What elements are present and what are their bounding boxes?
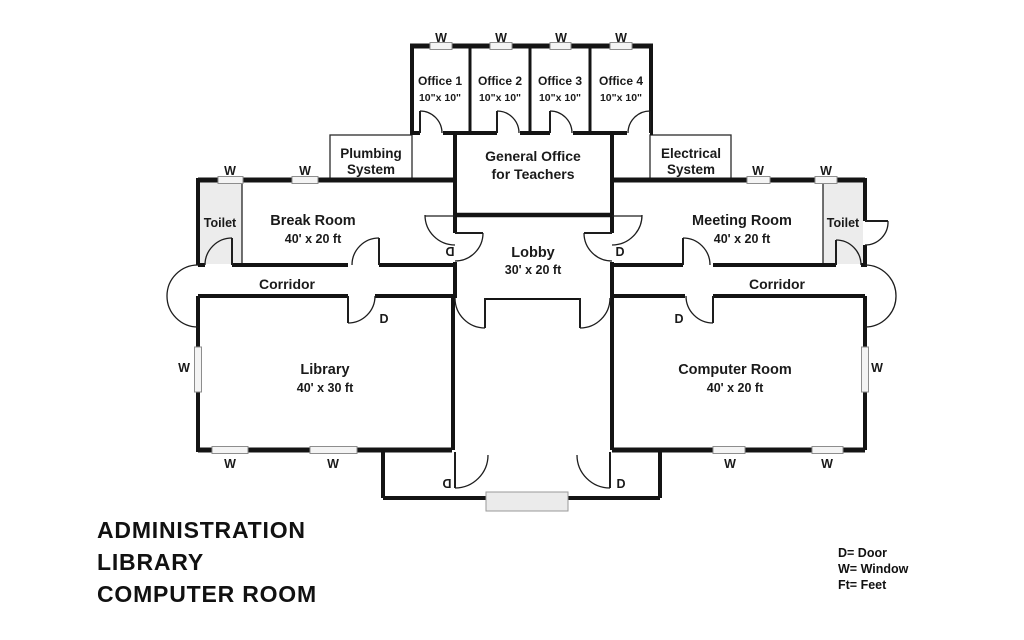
window-marker <box>217 176 244 184</box>
window-label: W <box>555 31 567 45</box>
electrical-system-label-2: System <box>667 162 715 177</box>
window-marker <box>861 346 869 393</box>
window-label: W <box>178 361 190 375</box>
meeting-room-label: Meeting Room <box>692 213 792 229</box>
window-label: W <box>752 164 764 178</box>
window-label: W <box>435 31 447 45</box>
window-label: W <box>820 164 832 178</box>
general-office-label-1: General Office <box>485 148 581 164</box>
library-door-arc <box>347 295 376 324</box>
plumbing-system-label-2: System <box>347 162 395 177</box>
window-label: W <box>724 457 736 471</box>
window-marker <box>429 42 453 50</box>
toilet-left-area <box>200 182 242 264</box>
window-marker <box>811 446 844 454</box>
computer-room-door-arc <box>685 295 714 324</box>
plumbing-system-label-1: Plumbing <box>340 146 402 161</box>
electrical-system-label-1: Electrical <box>661 146 721 161</box>
window-marker <box>194 346 202 393</box>
title-block: ADMINISTRATION LIBRARY COMPUTER ROOM <box>97 517 317 607</box>
office-3-label: Office 3 <box>538 74 582 88</box>
meeting-room-door-arc <box>682 237 711 266</box>
window-label: W <box>495 31 507 45</box>
door-label: D <box>379 312 388 326</box>
toilet-right-door-arc <box>835 239 862 266</box>
system-boxes <box>329 134 732 182</box>
entrance-door-arcs <box>454 454 611 489</box>
general-office-door-arcs <box>424 214 643 246</box>
door-label: D <box>674 312 683 326</box>
legend-feet: Ft= Feet <box>838 578 887 592</box>
office-2-label: Office 2 <box>478 74 522 88</box>
break-room-size: 40' x 20 ft <box>285 232 342 246</box>
window-marker <box>489 42 513 50</box>
title-line-2: LIBRARY <box>97 549 204 575</box>
office-door-arcs <box>419 110 651 134</box>
window-label: W <box>615 31 627 45</box>
window-label: W <box>299 164 311 178</box>
toilet-right-exterior-door-arc <box>864 220 889 246</box>
legend-window: W= Window <box>838 562 909 576</box>
vestibule-door-leaves <box>484 298 581 328</box>
shaded-areas <box>200 182 863 264</box>
toilet-left-label: Toilet <box>204 216 237 230</box>
window-label: W <box>821 457 833 471</box>
title-line-1: ADMINISTRATION <box>97 517 306 543</box>
corridor-right-label: Corridor <box>749 276 806 292</box>
east-exit-door-arcs <box>864 264 897 328</box>
entrance-mat <box>485 491 569 512</box>
office-1-size: 10"x 10" <box>419 92 461 104</box>
window-marker <box>309 446 358 454</box>
door-layer <box>166 110 897 489</box>
wall-office-dividers <box>468 46 592 133</box>
window-label: W <box>327 457 339 471</box>
office-2-size: 10"x 10" <box>479 92 521 104</box>
window-marker <box>746 176 771 184</box>
window-marker <box>712 446 746 454</box>
break-room-door-arc <box>351 237 380 266</box>
office-4-label: Office 4 <box>599 74 643 88</box>
toilet-right-label: Toilet <box>827 216 860 230</box>
lobby-door-arcs <box>454 232 613 262</box>
break-room-label: Break Room <box>270 213 355 229</box>
legend-door: D= Door <box>838 546 887 560</box>
general-office-label-2: for Teachers <box>492 166 575 182</box>
door-label: D <box>616 477 625 491</box>
computer-room-size: 40' x 20 ft <box>707 381 764 395</box>
office-3-size: 10"x 10" <box>539 92 581 104</box>
window-layer <box>194 42 869 454</box>
label-layer: Office 1 10"x 10" Office 2 10"x 10" Offi… <box>178 31 883 491</box>
legend: D= Door W= Window Ft= Feet <box>838 546 909 592</box>
window-marker <box>211 446 249 454</box>
door-label-mirrored: D <box>442 477 451 491</box>
entrance-door-leaves <box>454 452 611 488</box>
window-label: W <box>224 164 236 178</box>
lobby-size: 30' x 20 ft <box>505 263 562 277</box>
window-marker <box>549 42 572 50</box>
door-label-mirrored: D <box>445 245 454 259</box>
door-label: D <box>615 245 624 259</box>
office-door-leaves <box>419 111 651 133</box>
lobby-label: Lobby <box>511 245 555 261</box>
window-label: W <box>871 361 883 375</box>
west-exit-door-arcs <box>166 264 199 328</box>
meeting-room-size: 40' x 20 ft <box>714 232 771 246</box>
library-size: 40' x 30 ft <box>297 381 354 395</box>
computer-room-label: Computer Room <box>678 362 792 378</box>
vestibule-door-arcs <box>454 297 611 329</box>
window-marker <box>814 176 838 184</box>
window-label: W <box>224 457 236 471</box>
toilet-left-door-arc <box>204 237 233 266</box>
window-marker <box>609 42 633 50</box>
office-4-size: 10"x 10" <box>600 92 642 104</box>
electrical-system-box <box>649 134 732 182</box>
library-label: Library <box>300 362 349 378</box>
title-line-3: COMPUTER ROOM <box>97 581 317 607</box>
corridor-left-label: Corridor <box>259 276 316 292</box>
office-1-label: Office 1 <box>418 74 462 88</box>
wall-porch-sides <box>381 448 662 498</box>
window-marker <box>291 176 319 184</box>
